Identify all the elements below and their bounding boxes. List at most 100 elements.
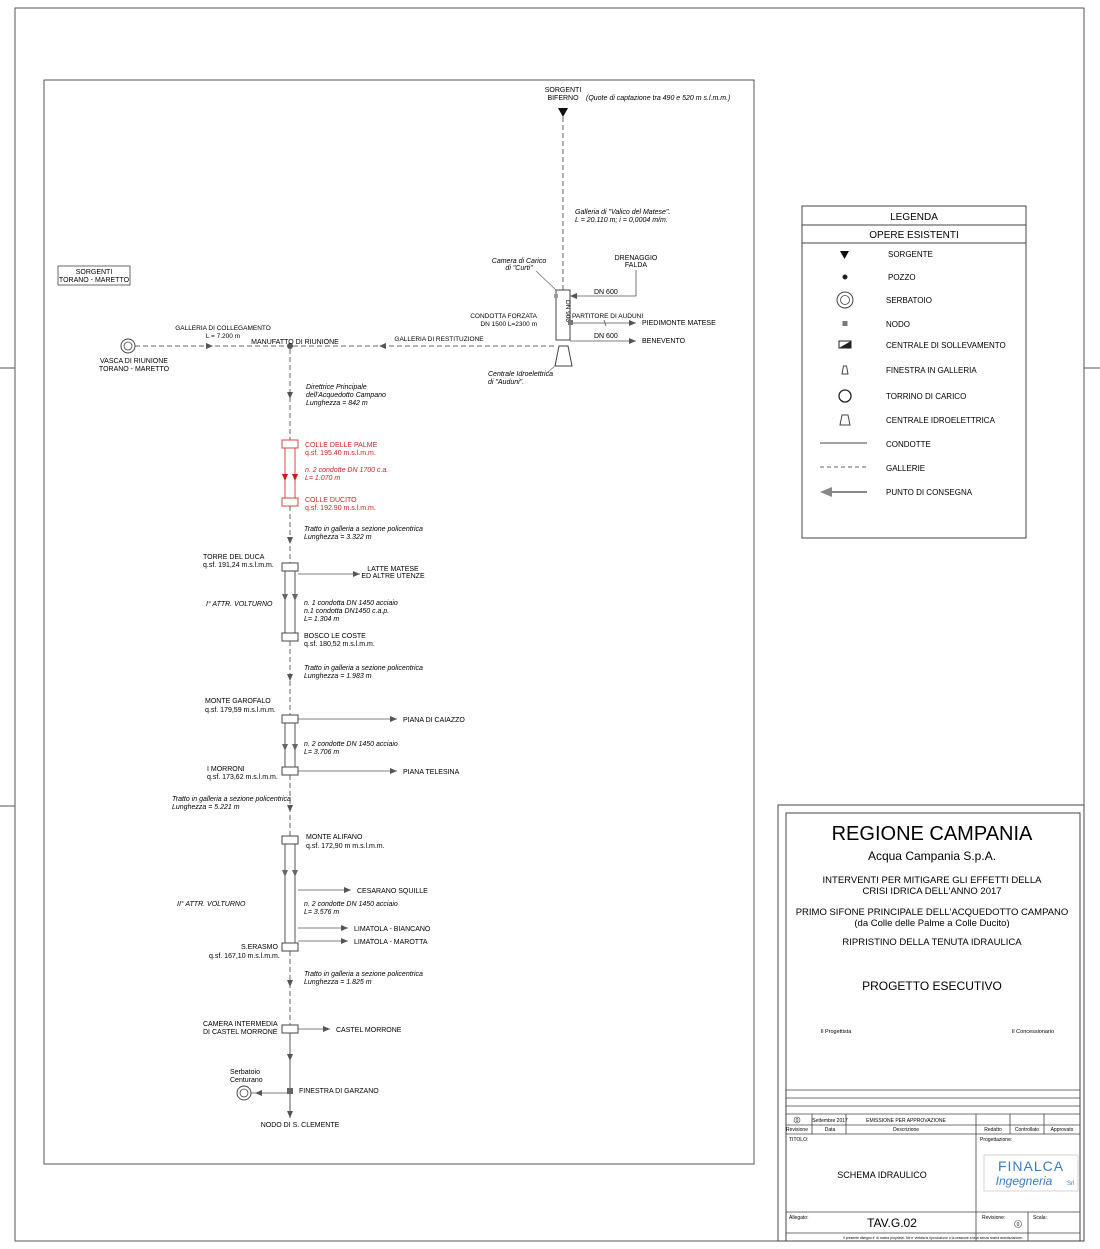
head-descrizione: Descrizione — [893, 1127, 919, 1133]
galleria-matese-label-1: Galleria di "Valico del Matese". — [575, 209, 670, 216]
piana-telesina-label: PIANA TELESINA — [403, 769, 460, 776]
direttrice-label-3: Lunghezza = 842 m — [306, 400, 368, 407]
company-name: Acqua Campania S.p.A. — [868, 849, 996, 863]
sheet-frame — [0, 7, 1100, 1242]
finestra-garzano-node-icon — [287, 1088, 293, 1094]
title2-line1: PRIMO SIFONE PRINCIPALE DELL'ACQUEDOTTO … — [796, 907, 1069, 918]
nodo-clemente-label: NODO DI S. CLEMENTE — [261, 1122, 340, 1129]
footer-note: Il presente disegno e' di nostra proprie… — [843, 1236, 1023, 1240]
colle-ducito-quota: q.sf. 192.90 m.s.l.m.m. — [305, 505, 376, 512]
torre-duca-quota: q.sf. 191,24 m.s.l.m.m. — [203, 562, 274, 569]
finalca-logo: FINALCA Ingegneria Srl — [983, 1154, 1079, 1192]
biferno-label-2: BIFERNO — [547, 95, 579, 102]
centrale-auduni-label-1: Centrale Idroelettrica — [488, 371, 553, 378]
piedimonte-label: PIEDIMONTE MATESE — [642, 320, 716, 327]
rev-date: Settembre 2017 — [812, 1118, 848, 1124]
torrino-carico-icon — [838, 389, 852, 403]
attr-volturno-1-label: I° ATTR. VOLTURNO — [206, 600, 273, 608]
legend-label-centrale-sollevamento: CENTRALE DI SOLLEVAMENTO — [886, 341, 1006, 350]
biferno-label-1: SORGENTI — [545, 87, 582, 94]
manufatto-riunione-pozzo-icon — [287, 343, 293, 349]
top-source-system: SORGENTI BIFERNO (Quote di captazione tr… — [470, 87, 730, 386]
legend-label-nodo: NODO — [886, 320, 910, 329]
galleria-collegamento-label-1: GALLERIA DI COLLEGAMENTO — [175, 325, 271, 332]
vasca-label-1: VASCA DI RIUNIONE — [100, 358, 168, 365]
tratto-2-label-2: Lunghezza = 1.983 m — [304, 673, 372, 680]
titolo-value: SCHEMA IDRAULICO — [837, 1170, 927, 1180]
serbatoio-icon — [836, 291, 854, 309]
tratto-1-label-1: Tratto in galleria a sezione policentric… — [304, 526, 423, 533]
camera-morrone-label-1: CAMERA INTERMEDIA — [203, 1021, 278, 1028]
cesarano-label: CESARANO SQUILLE — [357, 888, 428, 895]
direttrice-label-1: Direttrice Principale — [306, 384, 367, 391]
galleria-restituzione-label: GALLERIA DI RESTITUZIONE — [394, 336, 484, 343]
vasca-label-2: TORANO - MARETTO — [99, 366, 170, 373]
sorgente-icon — [840, 251, 849, 259]
i-morroni-name: I MORRONI — [207, 766, 245, 773]
partitore-label: PARTITORE DI AUDUNI — [572, 313, 643, 320]
attr-volturno-2-label: II° ATTR. VOLTURNO — [177, 900, 246, 908]
condotta-1450-label-2: n.1 condotta DN1450 c.a.p. — [304, 608, 389, 615]
centrale-sollevamento-icon — [838, 340, 852, 349]
colle-palme-name: COLLE DELLE PALME — [305, 442, 378, 449]
main-trunk: Direttrice Principale dell'Acquedotto Ca… — [172, 349, 465, 1129]
i-morroni-quota: q.sf. 173,62 m.s.l.m.m. — [207, 774, 278, 781]
monte-garofalo-name: MONTE GAROFALO — [205, 698, 271, 705]
condotta-1450-label-1: n. 1 condotta DN 1450 acciaio — [304, 600, 398, 607]
revisione-value: 0 — [1017, 1222, 1020, 1228]
title-block: REGIONE CAMPANIA Acqua Campania S.p.A. I… — [777, 804, 1085, 1242]
riunione-system: SORGENTI TORANO - MARETTO VASCA DI RIUNI… — [57, 265, 556, 373]
condotte-3706-label-1: n. 2 condotte DN 1450 acciaio — [304, 741, 398, 748]
title2-line3: RIPRISTINO DELLA TENUTA IDRAULICA — [842, 937, 1022, 948]
condotta-1450-label-3: L= 1.304 m — [304, 616, 339, 623]
sorgenti-torano-label-2: TORANO - MARETTO — [59, 277, 130, 284]
piana-caiazzo-label: PIANA DI CAIAZZO — [403, 717, 465, 724]
drenaggio-label-2: FALDA — [625, 262, 648, 269]
legend-label-pozzo: POZZO — [888, 273, 916, 282]
camera-carico-label-2: di "Curti" — [505, 265, 533, 272]
revisione-label: Revisione: — [982, 1215, 1005, 1221]
legend-label-centrale-idroelettrica: CENTRALE IDROELETTRICA — [886, 416, 996, 425]
bosco-coste-quota: q.sf. 180,52 m.s.l.m.m. — [304, 641, 375, 648]
direttrice-label-2: dell'Acquedotto Campano — [306, 392, 386, 399]
centrale-idroelettrica-icon — [839, 414, 851, 426]
condotte-3576-label-2: L= 3.576 m — [304, 909, 339, 916]
title1-line2: CRISI IDRICA DELL'ANNO 2017 — [862, 886, 1001, 897]
legend-title: LEGENDA — [890, 212, 938, 223]
benevento-label: BENEVENTO — [642, 338, 686, 345]
primo-sifone-red — [281, 439, 299, 507]
drenaggio-label-1: DRENAGGIO — [615, 255, 658, 262]
title1-line1: INTERVENTI PER MITIGARE GLI EFFETTI DELL… — [823, 875, 1043, 886]
sorgenti-torano-label-1: SORGENTI — [76, 269, 113, 276]
nodo-icon — [842, 321, 848, 326]
tratto-4-label-1: Tratto in galleria a sezione policentric… — [304, 971, 423, 978]
condotta-forzata-label-2: DN 1500 L=2300 m — [480, 321, 537, 328]
tratto-4-label-2: Lunghezza = 1.825 m — [304, 979, 372, 986]
camera-carico-label-1: Camera di Carico — [492, 258, 547, 265]
rev-number: 0 — [796, 1118, 799, 1124]
head-controllato: Controllato — [1015, 1127, 1039, 1133]
progettista-label: Il Progettista — [821, 1029, 853, 1035]
castel-morrone-label: CASTEL MORRONE — [336, 1027, 402, 1034]
manufatto-label: MANUFATTO DI RIUNIONE — [251, 339, 339, 346]
finestra-garzano-label: FINESTRA DI GARZANO — [299, 1088, 379, 1095]
tratto-2-label-1: Tratto in galleria a sezione policentric… — [304, 665, 423, 672]
dn600-top-label: DN 600 — [594, 289, 618, 296]
phase-label: PROGETTO ESECUTIVO — [862, 979, 1002, 993]
legend-label-finestra: FINESTRA IN GALLERIA — [886, 366, 977, 375]
latte-matese-label-2: ED ALTRE UTENZE — [361, 573, 425, 580]
punto-consegna-icon — [820, 487, 867, 497]
camera-morrone-box — [281, 1024, 299, 1034]
bosco-coste-name: BOSCO LE COSTE — [304, 633, 366, 640]
legend-label-punto-consegna: PUNTO DI CONSEGNA — [886, 488, 973, 497]
dn600-bottom-label: DN 600 — [594, 333, 618, 340]
concessionario-label: Il Concessionario — [1012, 1029, 1054, 1035]
camera-morrone-label-2: DI CASTEL MORRONE — [203, 1029, 278, 1036]
condotta-forzata-label-1: CONDOTTA FORZATA — [470, 313, 537, 320]
legend-label-serbatoio: SERBATOIO — [886, 296, 932, 305]
limatola-marotta-label: LIMATOLA - MAROTTA — [354, 939, 428, 946]
head-data: Data — [825, 1127, 836, 1133]
titolo-label: TITOLO: — [789, 1137, 808, 1143]
serasmo-quota: q.sf. 167,10 m.s.l.m.m. — [209, 953, 280, 960]
